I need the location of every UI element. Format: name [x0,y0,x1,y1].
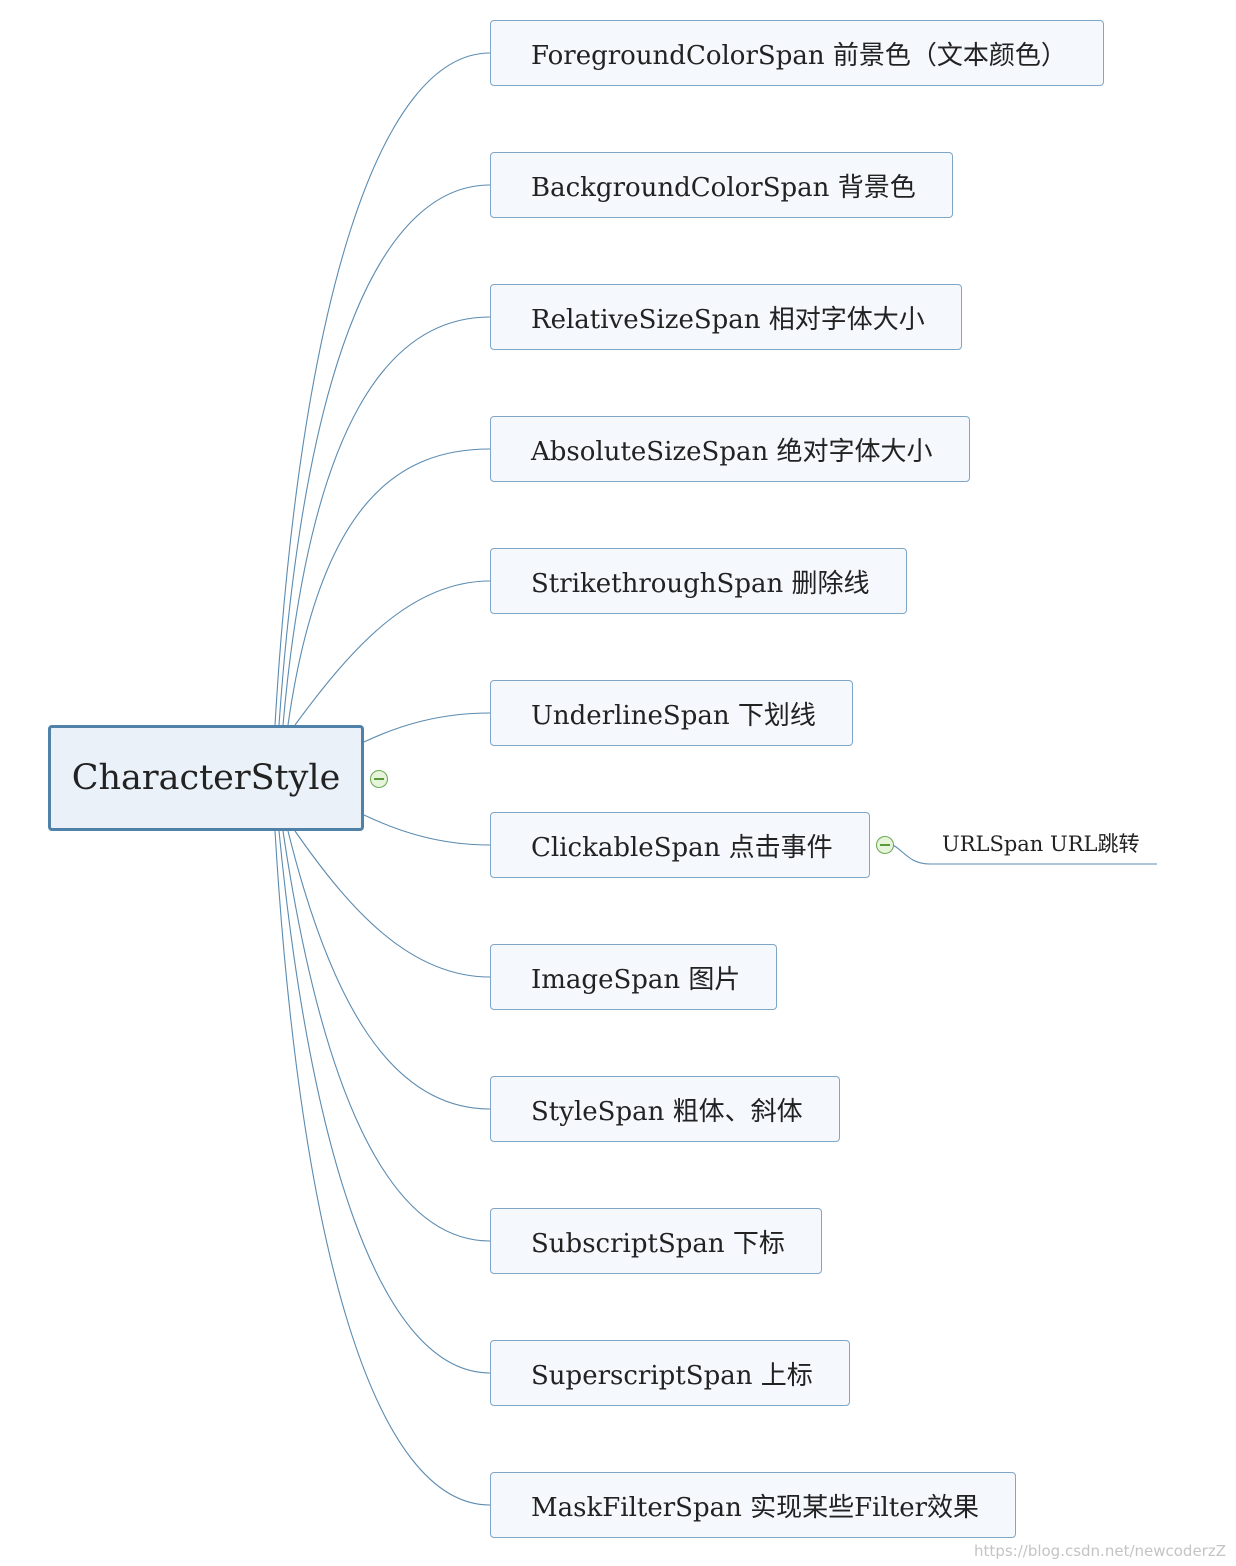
node-clickable-span[interactable]: ClickableSpan 点击事件 [490,812,870,878]
node-image-span[interactable]: ImageSpan 图片 [490,944,778,1010]
node-label: StyleSpan 粗体、斜体 [531,1096,803,1127]
connector-superscript [278,830,491,1374]
watermark-text: https://blog.csdn.net/newcoderzZ [974,1542,1226,1560]
node-foreground-color-span[interactable]: ForegroundColorSpan 前景色（文本颜色） [490,20,1104,86]
node-label: URLSpan URL跳转 [942,832,1140,856]
connector-underline [363,712,491,743]
node-label: ForegroundColorSpan 前景色（文本颜色） [531,40,1067,71]
node-label: StrikethroughSpan 删除线 [531,568,870,599]
connector-style [287,830,491,1110]
connector-maskfilter [274,830,491,1506]
node-subscript-span[interactable]: SubscriptSpan 下标 [490,1208,822,1274]
node-label: BackgroundColorSpan 背景色 [531,172,916,203]
root-node-label: CharacterStyle [71,758,341,798]
connector-absolute-size [287,448,491,726]
connector-strikethrough [294,580,491,726]
node-style-span[interactable]: StyleSpan 粗体、斜体 [490,1076,840,1142]
node-superscript-span[interactable]: SuperscriptSpan 上标 [490,1340,850,1406]
node-underline-span[interactable]: UnderlineSpan 下划线 [490,680,853,746]
node-absolute-size-span[interactable]: AbsoluteSizeSpan 绝对字体大小 [490,416,970,482]
root-node-characterstyle[interactable]: CharacterStyle [48,725,364,831]
clickable-collapse-toggle-icon[interactable] [876,836,894,854]
connector-relative-size [282,316,491,726]
node-background-color-span[interactable]: BackgroundColorSpan 背景色 [490,152,953,218]
node-strikethrough-span[interactable]: StrikethroughSpan 删除线 [490,548,907,614]
connector-image [294,830,491,978]
connector-subscript [282,830,491,1242]
node-label: SuperscriptSpan 上标 [531,1360,813,1391]
connector-foreground [274,52,491,726]
node-relative-size-span[interactable]: RelativeSizeSpan 相对字体大小 [490,284,962,350]
node-mask-filter-span[interactable]: MaskFilterSpan 实现某些Filter效果 [490,1472,1017,1538]
node-label: ClickableSpan 点击事件 [531,832,833,863]
root-collapse-toggle-icon[interactable] [370,770,388,788]
connector-clickable [363,814,491,846]
node-label: AbsoluteSizeSpan 绝对字体大小 [531,436,933,467]
node-label: MaskFilterSpan 实现某些Filter效果 [531,1492,980,1523]
node-label: RelativeSizeSpan 相对字体大小 [531,304,925,335]
node-label: ImageSpan 图片 [531,964,741,995]
node-label: SubscriptSpan 下标 [531,1228,785,1259]
connector-urlspan [892,844,1157,865]
node-urlspan[interactable]: URLSpan URL跳转 [942,828,1139,858]
connector-background [278,184,491,726]
node-label: UnderlineSpan 下划线 [531,700,816,731]
